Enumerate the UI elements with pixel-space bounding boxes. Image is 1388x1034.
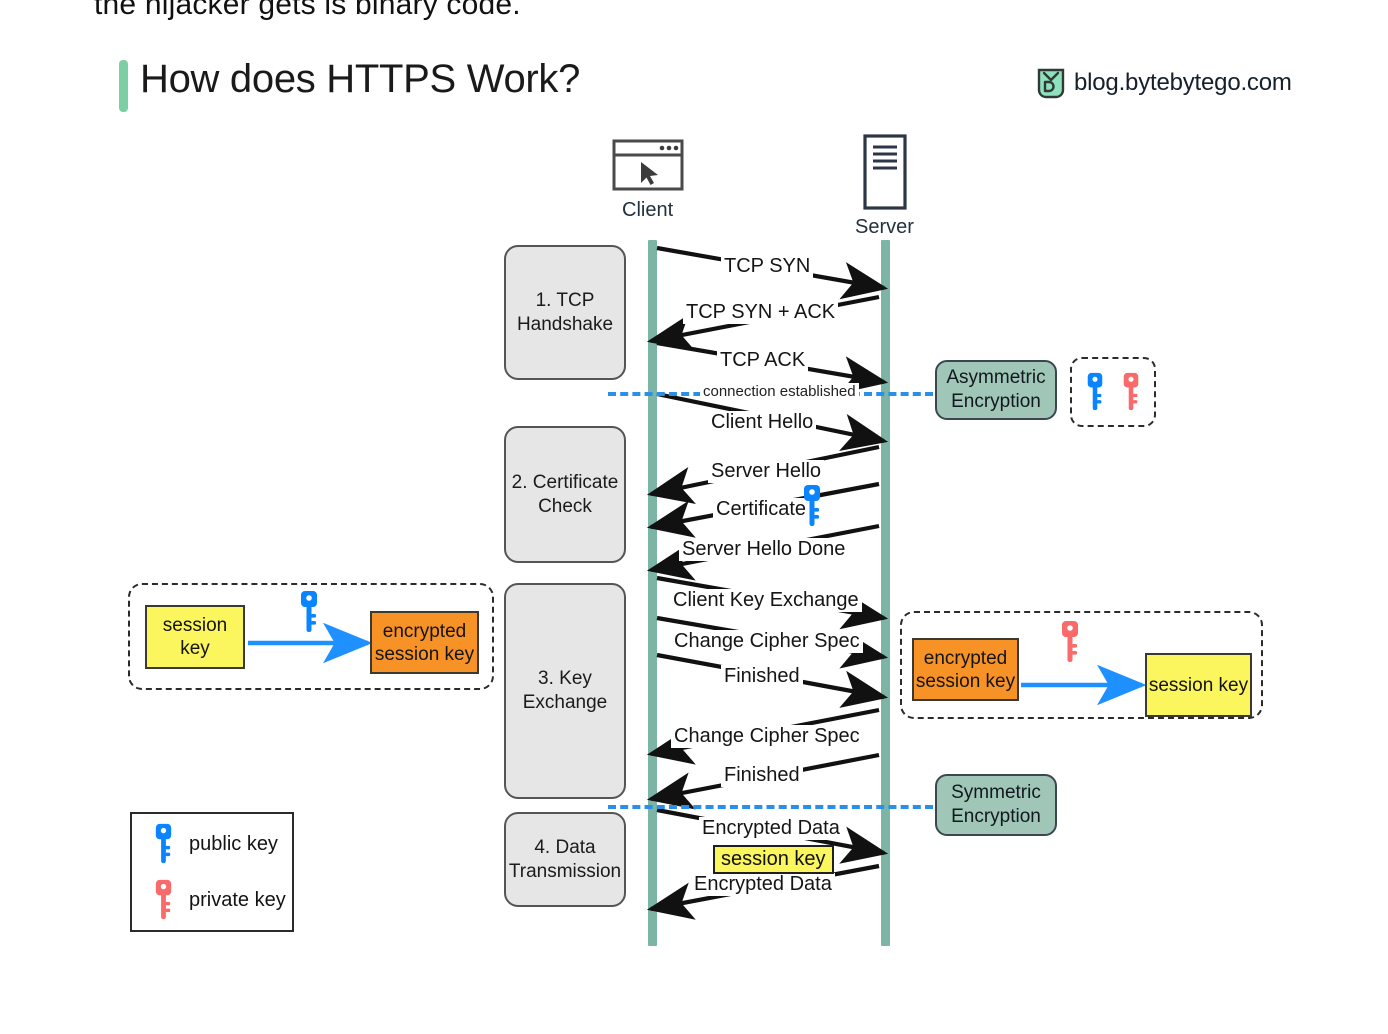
browser-window-icon xyxy=(612,139,684,191)
encrypted-line-2: session key xyxy=(374,643,475,665)
session-key-box[interactable]: session key xyxy=(145,605,245,669)
asymmetric-encryption-box[interactable]: Asymmetric Encryption xyxy=(935,360,1057,420)
step-box-tcp-handshake[interactable]: 1. TCP Handshake xyxy=(504,245,626,380)
separator-label: connection established xyxy=(700,383,859,400)
encrypted-line-1: encrypted xyxy=(923,647,1008,669)
client-lifeline xyxy=(648,240,657,946)
step-line-1: 1. TCP xyxy=(535,289,595,311)
message-label: TCP ACK xyxy=(717,349,809,372)
message-label: TCP SYN xyxy=(721,255,814,278)
message-label: Encrypted Data xyxy=(691,873,835,896)
legend-item-public-key: public key xyxy=(152,822,278,866)
asymmetric-keypair-group xyxy=(1070,357,1156,427)
brand-watermark: blog.bytebytego.com xyxy=(1036,66,1292,100)
message-label: Finished xyxy=(721,764,803,787)
private-key-icon xyxy=(1058,618,1082,666)
public-key-icon xyxy=(800,484,824,528)
brand-text: blog.bytebytego.com xyxy=(1074,69,1292,96)
asym-line-1: Asymmetric xyxy=(946,367,1046,388)
legend-label: public key xyxy=(189,832,278,855)
message-label: Change Cipher Spec xyxy=(671,630,863,653)
encrypted-line-1: encrypted xyxy=(382,620,467,642)
step-box-key-exchange[interactable]: 3. Key Exchange xyxy=(504,583,626,799)
session-key-box[interactable]: session key xyxy=(1145,653,1252,717)
step-line-2: Check xyxy=(538,495,592,517)
encrypted-session-key-box[interactable]: encrypted session key xyxy=(370,611,479,674)
step-line-2: Exchange xyxy=(522,692,608,713)
private-key-icon xyxy=(152,878,175,922)
server-label: Server xyxy=(855,216,914,238)
title-accent-bar xyxy=(119,60,128,112)
page-title: How does HTTPS Work? xyxy=(140,57,581,101)
message-label: Change Cipher Spec xyxy=(671,725,863,748)
private-key-icon xyxy=(1120,372,1142,412)
symmetric-encryption-box[interactable]: Symmetric Encryption xyxy=(935,774,1057,836)
step-line-1: 2. Certificate xyxy=(511,471,619,493)
sym-line-1: Symmetric xyxy=(951,782,1041,803)
public-key-icon xyxy=(1084,372,1106,412)
message-label: Certificate xyxy=(713,498,810,521)
sym-line-2: Encryption xyxy=(951,806,1041,827)
session-key-chip: session key xyxy=(713,845,834,874)
step-box-certificate-check[interactable]: 2. Certificate Check xyxy=(504,426,626,563)
legend-label: private key xyxy=(189,888,286,911)
server-key-decryption-panel xyxy=(900,611,1263,719)
truncated-intro-text: the hijacker gets is binary code. xyxy=(94,0,521,21)
message-label: TCP SYN + ACK xyxy=(683,301,839,324)
asym-line-2: Encryption xyxy=(951,391,1041,412)
step-line-2: Handshake xyxy=(516,313,614,335)
server-icon-wrapper xyxy=(862,133,908,211)
separator-line xyxy=(608,805,933,809)
message-label: Server Hello Done xyxy=(679,538,849,561)
legend-item-private-key: private key xyxy=(152,878,286,922)
step-line-1: 4. Data xyxy=(534,836,596,858)
session-key-label: session key xyxy=(162,615,228,659)
encrypted-line-2: session key xyxy=(915,670,1016,692)
message-label: Client Key Exchange xyxy=(670,589,862,612)
client-label: Client xyxy=(622,199,674,221)
bytebytego-logo-icon xyxy=(1036,66,1066,100)
message-label: Client Hello xyxy=(708,411,817,434)
encrypted-session-key-box[interactable]: encrypted session key xyxy=(912,638,1019,701)
server-lifeline xyxy=(881,240,890,946)
message-label: Server Hello xyxy=(708,460,825,483)
message-label: Encrypted Data xyxy=(699,817,843,840)
server-tower-icon xyxy=(862,133,908,211)
step-box-data-transmission[interactable]: 4. Data Transmission xyxy=(504,812,626,907)
client-icon-wrapper xyxy=(612,139,684,191)
message-label: Finished xyxy=(721,665,803,688)
client-key-encryption-panel xyxy=(128,583,494,690)
public-key-icon xyxy=(297,588,321,636)
step-line-1: 3. Key xyxy=(538,668,592,689)
public-key-icon xyxy=(152,822,175,866)
step-line-2: Transmission xyxy=(508,860,622,882)
session-key-label: session key xyxy=(1148,674,1249,696)
